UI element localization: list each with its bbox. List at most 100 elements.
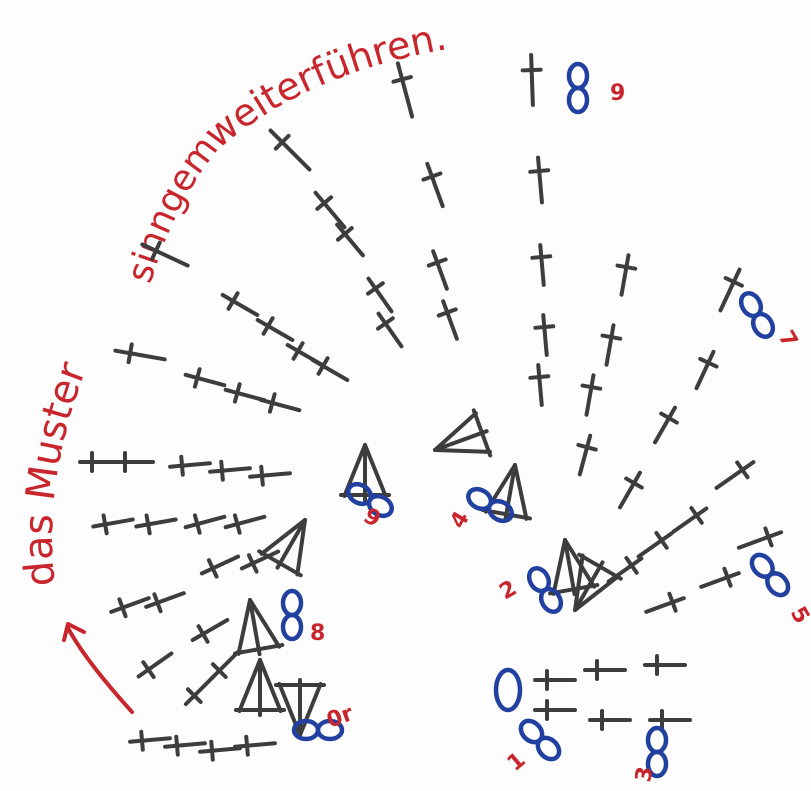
row-number-3: 3	[631, 765, 658, 784]
chain-loop	[280, 588, 304, 618]
stitch-stem	[183, 673, 217, 707]
stitch-crossbar	[126, 342, 134, 365]
stitch-stem	[366, 276, 394, 314]
treble-stitch-symbol	[694, 349, 719, 391]
treble-stitch-symbol	[223, 513, 267, 535]
treble-stitch-symbol	[109, 596, 151, 619]
stitch-crossbar	[261, 316, 275, 336]
stitch-crossbar	[735, 460, 750, 480]
fan-leg	[433, 448, 492, 454]
stitch-crossbar	[210, 662, 228, 680]
stitch-stem	[376, 311, 404, 349]
stitch-stem	[208, 648, 242, 682]
treble-stitch-symbol	[583, 659, 627, 681]
stitch-crossbar	[209, 739, 215, 762]
treble-stitch-symbol	[140, 240, 190, 268]
treble-stitch-symbol	[183, 673, 217, 707]
treble-stitch-symbol	[615, 253, 638, 297]
annotation-line-2a: sinngemäß	[0, 0, 226, 287]
stitch-crossbar	[600, 333, 623, 341]
stitch-stem	[541, 313, 549, 357]
fan-leg	[237, 658, 262, 713]
row-number-4: 4	[446, 507, 475, 533]
fan-leg	[236, 598, 252, 656]
stitch-crossbar	[580, 383, 603, 391]
chain-loop	[518, 718, 545, 745]
fan-base	[233, 643, 285, 656]
treble-stitch-symbol	[618, 470, 644, 510]
treble-stitch-symbol	[233, 734, 277, 757]
stitch-stem	[395, 61, 415, 119]
treble-stitch-symbol	[128, 729, 172, 752]
stitch-crossbar	[226, 291, 240, 311]
stitch-stem	[239, 549, 281, 571]
fan-leg	[275, 518, 307, 570]
stitch-stem	[636, 531, 674, 559]
stitch-crossbar	[659, 411, 679, 425]
stitch-crossbar	[267, 392, 277, 414]
stitch-stem	[199, 554, 241, 576]
stitch-crossbar	[232, 382, 242, 404]
stitch-stem	[258, 397, 302, 413]
stitch-stem	[584, 373, 596, 417]
treble-stitch-symbol	[520, 53, 543, 107]
treble-stitch-symbol	[391, 61, 415, 119]
treble-stitch-symbol	[636, 531, 674, 559]
fan-leg	[433, 429, 489, 452]
direction-arrow	[62, 622, 134, 714]
fan-leg	[513, 463, 529, 521]
treble-stitch-symbol	[644, 591, 686, 614]
stitch-stem	[310, 358, 350, 382]
treble-stitch-symbol	[421, 161, 445, 209]
treble-stitch-symbol	[643, 654, 687, 676]
treble-stitch-symbol	[533, 669, 577, 691]
stitch-stem	[425, 161, 445, 209]
stitch-stem	[223, 387, 267, 403]
stitch-crossbar	[520, 67, 543, 73]
fan-leg	[573, 560, 605, 612]
stitch-crossbar	[723, 276, 744, 288]
stitch-stem	[431, 249, 449, 291]
stitch-crossbar	[624, 476, 644, 490]
stitch-stem	[714, 460, 756, 490]
stitch-stem	[183, 514, 227, 530]
stitch-stem	[109, 596, 151, 614]
treble-stitch-symbol	[183, 367, 227, 389]
treble-stitch-symbol	[223, 382, 267, 404]
stitch-stem	[144, 591, 186, 609]
treble-stitch-symbol	[190, 618, 230, 644]
stitch-stem	[619, 253, 631, 297]
row-number-1: 1	[503, 748, 531, 777]
stitch-crossbar	[185, 687, 203, 705]
fan-leg	[563, 538, 577, 597]
treble-stitch-symbol	[91, 513, 135, 536]
row-number-5: 5	[785, 603, 811, 629]
fan-leg	[573, 574, 621, 612]
stitch-stem	[736, 530, 784, 550]
treble-stitch-symbol	[183, 513, 227, 535]
stitch-crossbar	[528, 168, 551, 174]
stitch-crossbar	[139, 729, 145, 752]
chain-loop	[566, 85, 590, 115]
fan-base	[577, 552, 623, 581]
treble-stitch-symbol	[376, 311, 404, 349]
stitch-stem	[441, 299, 459, 341]
chain-loop	[366, 493, 394, 519]
stitch-stem	[694, 349, 716, 391]
stitch-crossbar	[179, 454, 185, 477]
treble-stitch-symbol	[533, 699, 577, 721]
fan-leg	[551, 538, 567, 596]
stitch-stem	[536, 155, 544, 205]
row-number-8: 8	[310, 621, 325, 646]
treble-stitch-symbol	[335, 222, 365, 258]
stitch-stem	[233, 741, 277, 749]
stitch-crossbar	[335, 226, 354, 242]
treble-stitch-symbol	[699, 566, 741, 589]
treble-stitch-symbol	[648, 709, 692, 731]
stitch-crossbar	[141, 660, 156, 679]
stitch-stem	[536, 363, 544, 407]
treble-stitch-symbol	[310, 356, 350, 382]
treble-stitch-symbol	[588, 709, 632, 731]
treble-stitch-symbol	[653, 405, 679, 445]
fan-leg	[295, 518, 307, 577]
